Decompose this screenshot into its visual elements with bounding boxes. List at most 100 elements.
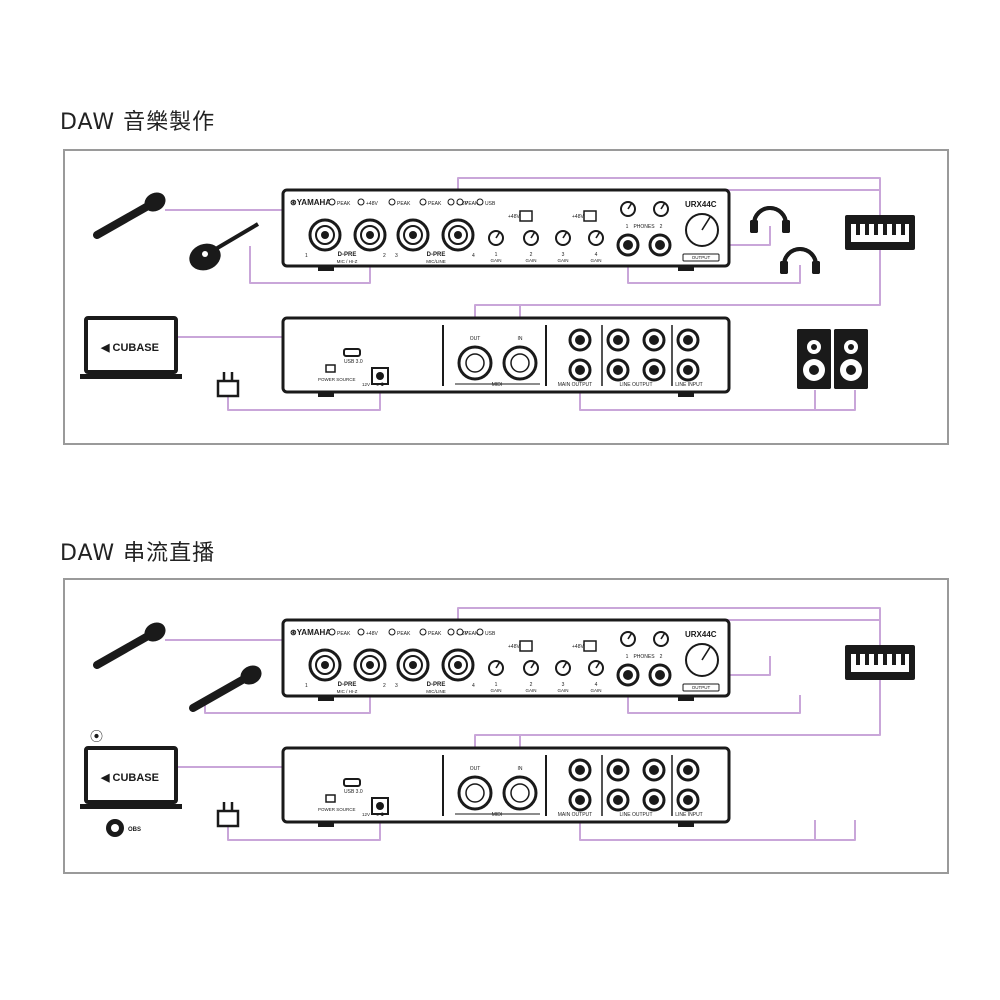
- obs-label: OBS: [128, 827, 141, 833]
- gain-label: GAIN: [557, 258, 568, 263]
- combo-jack-center: [321, 661, 329, 669]
- phones-label: PHONES: [633, 224, 655, 230]
- gain-channel: 2: [530, 252, 533, 258]
- indicator-label: PEAK: [397, 201, 411, 207]
- mic-hiz-label: MIC / HI-Z: [337, 259, 358, 264]
- channel-number: 3: [395, 683, 398, 689]
- midi-label: MIDI: [492, 812, 503, 818]
- knob-indicator: [627, 202, 633, 210]
- combo-jack-center: [366, 231, 374, 239]
- indicator-label: USB: [485, 631, 496, 637]
- combo-jack-center: [321, 231, 329, 239]
- trs-jack-center: [649, 365, 659, 375]
- combo-jack-center: [454, 661, 462, 669]
- trs-jack-center: [623, 670, 633, 680]
- rear-foot-left: [318, 822, 334, 827]
- gain-label: GAIN: [490, 688, 501, 693]
- midi-port-label: OUT: [470, 766, 481, 772]
- headband: [782, 247, 818, 266]
- interface-front-panel: ⊛YAMAHAPEAK+48VPEAKPEAK+48VPEAKUSB1234D-…: [281, 618, 731, 701]
- knob-indicator: [562, 231, 568, 239]
- black-key: [874, 224, 878, 235]
- mic-handle: [93, 632, 152, 669]
- trs-jack-center: [649, 335, 659, 345]
- dc-label: 12V ⎓ ⊕-◎-: [362, 812, 386, 817]
- midi-port-label: IN: [518, 336, 523, 342]
- laptop-base: [80, 804, 182, 809]
- speaker-tweeter-center: [811, 344, 817, 350]
- output-label: OUTPUT: [692, 255, 711, 260]
- trs-jack-center: [613, 765, 623, 775]
- main-output-label: MAIN OUTPUT: [558, 812, 592, 818]
- mic-head: [144, 192, 166, 212]
- guitar-icon: [189, 222, 260, 271]
- laptop-base: [80, 374, 182, 379]
- indicator-label: PEAK: [337, 631, 351, 637]
- mic-handle: [93, 202, 152, 239]
- ear-cup-right: [782, 220, 790, 233]
- gain-channel: 1: [495, 252, 498, 258]
- black-key: [901, 654, 905, 665]
- phones-label: PHONES: [633, 654, 655, 660]
- gain-channel: 3: [562, 682, 565, 688]
- laptop-app-label: ◀ CUBASE: [100, 342, 159, 354]
- mic-head: [240, 665, 262, 685]
- knob-indicator: [701, 646, 711, 661]
- indicator-label: PEAK: [337, 201, 351, 207]
- indicator-led: [357, 628, 365, 636]
- indicator-led: [328, 628, 336, 636]
- knob-indicator: [701, 216, 711, 231]
- power-source-label: POWER SOURCE: [318, 377, 356, 382]
- front-foot-left: [318, 266, 334, 271]
- indicator-label: PEAK: [465, 201, 479, 207]
- indicator-led: [419, 198, 427, 206]
- indicator-label: PEAK: [428, 631, 442, 637]
- output-label-box: [682, 683, 720, 692]
- black-key: [892, 654, 896, 665]
- speaker-icon: [797, 329, 831, 389]
- phones-number: 2: [660, 224, 663, 230]
- indicator-led: [357, 198, 365, 206]
- power-plug-icon: [216, 372, 240, 398]
- trs-jack-center: [575, 795, 585, 805]
- headband: [752, 206, 788, 225]
- indicator-label: PEAK: [397, 631, 411, 637]
- channel-number: 3: [395, 253, 398, 259]
- speaker-icon: [834, 329, 868, 389]
- indicator-label: PEAK: [428, 201, 442, 207]
- knob-indicator: [595, 661, 601, 669]
- dc-in-pin: [376, 802, 384, 810]
- guitar-neck: [212, 222, 260, 252]
- cable-phones-1: [627, 256, 801, 284]
- rear-foot-right: [678, 392, 694, 397]
- phones-number: 1: [626, 224, 629, 230]
- indicator-led: [476, 198, 484, 206]
- indicator-label: PEAK: [465, 631, 479, 637]
- power-plug-icon: [216, 802, 240, 828]
- gain-channel: 1: [495, 682, 498, 688]
- keyboard-icon: [845, 215, 915, 250]
- trs-jack-center: [575, 365, 585, 375]
- black-key: [892, 224, 896, 235]
- section-title-streaming: DAW 串流直播: [60, 541, 216, 566]
- laptop-icon: ◀ CUBASE⦿OBS: [80, 729, 182, 837]
- usb-port: [343, 348, 361, 357]
- channel-number: 1: [305, 683, 308, 689]
- front-foot-left: [318, 696, 334, 701]
- power-source-label: POWER SOURCE: [318, 807, 356, 812]
- trs-jack-center: [649, 765, 659, 775]
- knob-indicator: [495, 231, 501, 239]
- black-key: [865, 654, 869, 665]
- headphones-icon: [750, 206, 790, 233]
- trs-jack-center: [683, 335, 693, 345]
- guitar-soundhole: [202, 251, 208, 257]
- line-output-label: LINE OUTPUT: [619, 812, 652, 818]
- line-input-label: LINE INPUT: [675, 382, 703, 388]
- combo-jack-center: [409, 231, 417, 239]
- trs-jack-center: [655, 670, 665, 680]
- phantom-switch-label: +48V: [572, 644, 584, 650]
- knob-indicator: [530, 661, 536, 669]
- speaker-woofer-center: [809, 365, 819, 375]
- indicator-led: [328, 198, 336, 206]
